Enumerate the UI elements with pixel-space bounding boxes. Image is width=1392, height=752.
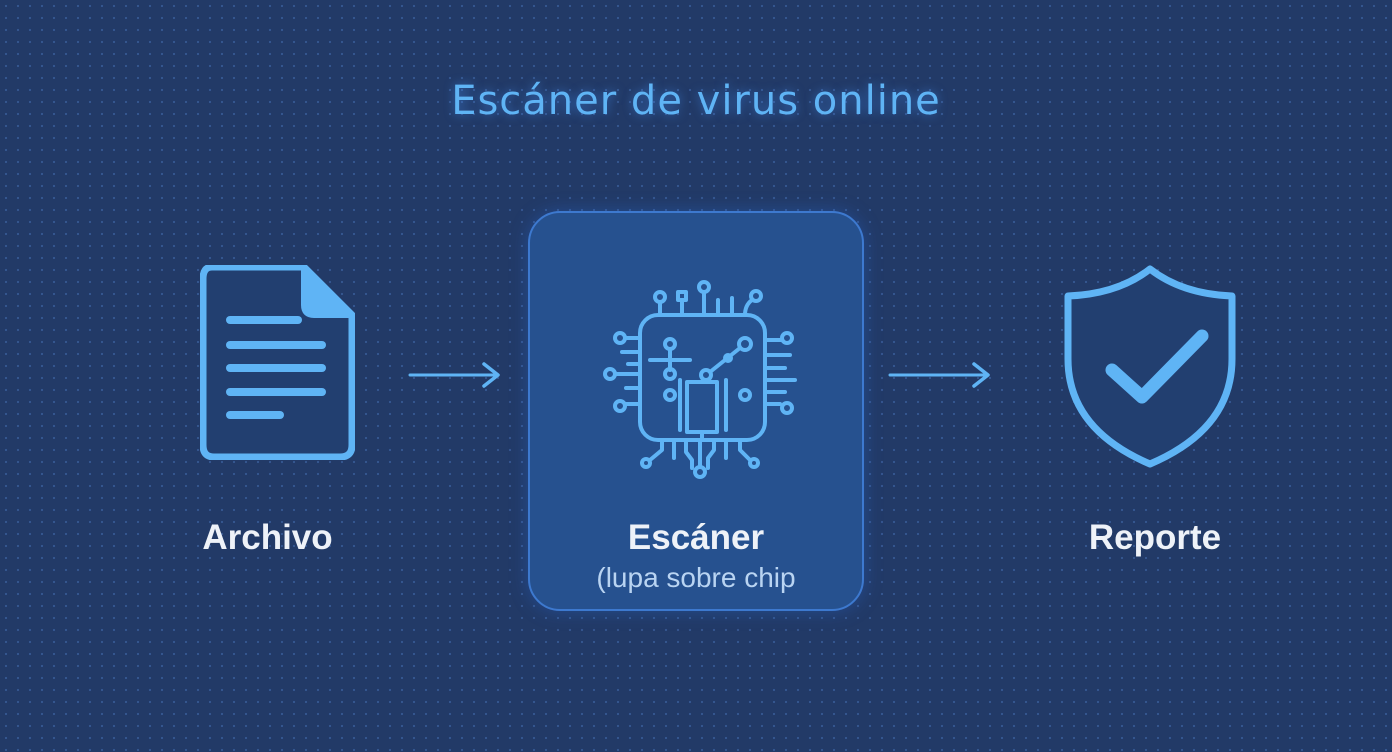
- step-label-archivo: Archivo: [202, 518, 333, 557]
- arrow-right-icon: [888, 362, 990, 388]
- step-label-escaner: Escáner: [627, 518, 765, 557]
- chip-icon: [603, 280, 797, 479]
- step-label-reporte: Reporte: [1088, 518, 1222, 557]
- arrow-right-icon: [408, 362, 500, 388]
- diagram-title: Escáner de virus online: [451, 78, 941, 124]
- step-sublabel-escaner: (lupa sobre chip: [596, 562, 796, 593]
- shield-check-icon: [1064, 265, 1236, 468]
- scanner-card: [528, 211, 864, 611]
- document-icon: [200, 265, 355, 460]
